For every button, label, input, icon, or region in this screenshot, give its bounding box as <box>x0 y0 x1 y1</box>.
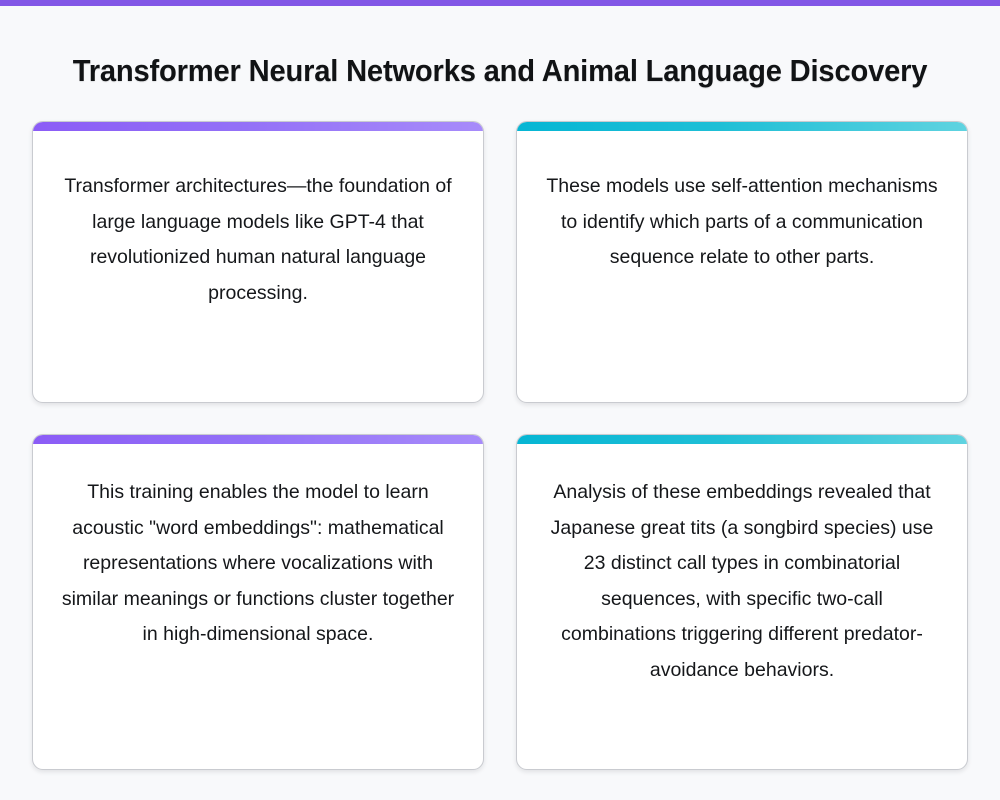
page-title: Transformer Neural Networks and Animal L… <box>72 52 928 88</box>
content-card-1: Transformer architectures—the foundation… <box>32 121 484 403</box>
top-accent-bar <box>0 0 1000 6</box>
content-card-2: These models use self-attention mechanis… <box>516 121 968 403</box>
card-body-3: This training enables the model to learn… <box>33 444 483 769</box>
card-accent-bar-teal <box>517 435 967 444</box>
card-accent-bar-purple <box>33 435 483 444</box>
card-body-2: These models use self-attention mechanis… <box>517 131 967 402</box>
content-card-3: This training enables the model to learn… <box>32 434 484 770</box>
card-body-1: Transformer architectures—the foundation… <box>33 131 483 402</box>
card-text-1: Transformer architectures—the foundation… <box>64 175 452 304</box>
content-card-4: Analysis of these embeddings revealed th… <box>516 434 968 770</box>
card-accent-bar-teal <box>517 122 967 131</box>
card-body-4: Analysis of these embeddings revealed th… <box>517 444 967 769</box>
card-text-4: Analysis of these embeddings revealed th… <box>550 481 934 681</box>
card-grid: Transformer architectures—the foundation… <box>32 121 968 770</box>
card-accent-bar-purple <box>33 122 483 131</box>
card-text-2: These models use self-attention mechanis… <box>546 175 938 268</box>
card-text-3: This training enables the model to learn… <box>61 481 455 645</box>
